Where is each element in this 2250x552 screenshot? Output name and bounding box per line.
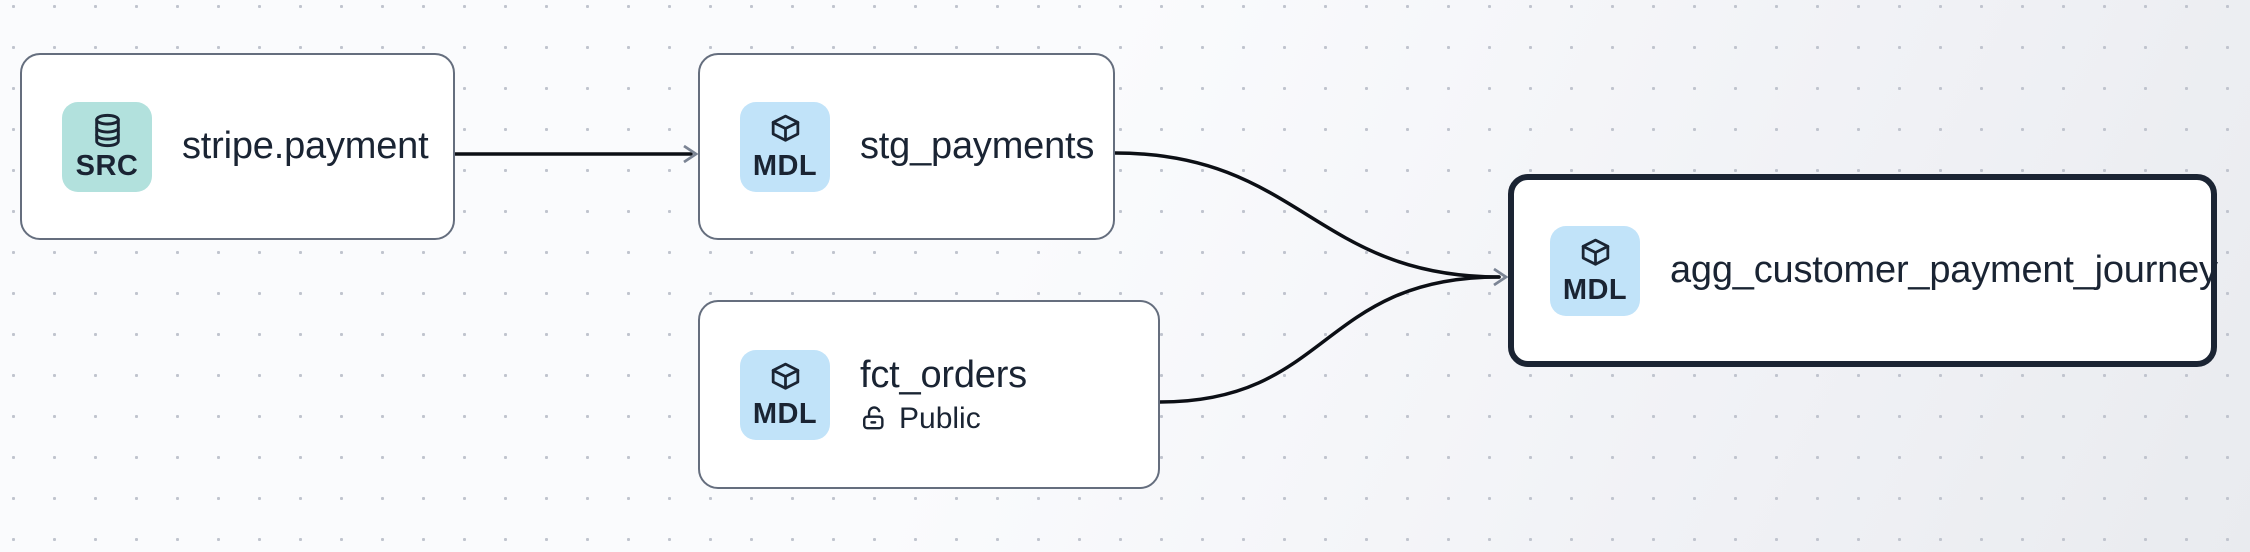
cube-icon <box>771 362 799 390</box>
badge-label: MDL <box>752 150 818 182</box>
node-title: stripe.payment <box>182 124 429 167</box>
model-badge: MDL <box>740 101 830 192</box>
node-stripe-payment[interactable]: SRC stripe.payment <box>20 53 455 240</box>
edge-stg-payments-to-agg-customer-payment-journey <box>1113 151 1501 279</box>
arrowhead-icon <box>1493 267 1509 287</box>
badge-label: MDL <box>1562 274 1628 306</box>
access-row: Public <box>860 402 1027 435</box>
node-fct-orders[interactable]: MDL fct_orders Public <box>698 300 1160 489</box>
database-icon <box>94 113 120 148</box>
badge-label: SRC <box>75 150 139 182</box>
badge-label: MDL <box>752 398 818 430</box>
edge-fct-orders-to-agg-customer-payment-journey <box>1158 275 1501 404</box>
node-agg-customer-payment-journey[interactable]: MDL agg_customer_payment_journey <box>1508 174 2218 367</box>
cube-icon <box>1581 238 1609 266</box>
arrowhead-icon <box>683 144 699 164</box>
node-title: agg_customer_payment_journey <box>1670 248 2218 291</box>
model-badge: MDL <box>1550 225 1640 316</box>
node-stg-payments[interactable]: MDL stg_payments <box>698 53 1115 240</box>
unlock-icon <box>863 406 884 430</box>
node-title: stg_payments <box>860 124 1095 167</box>
cube-icon <box>771 114 799 142</box>
source-badge: SRC <box>62 101 152 192</box>
model-badge: MDL <box>740 349 830 440</box>
access-label: Public <box>899 401 981 435</box>
node-title: fct_orders <box>860 354 1027 397</box>
